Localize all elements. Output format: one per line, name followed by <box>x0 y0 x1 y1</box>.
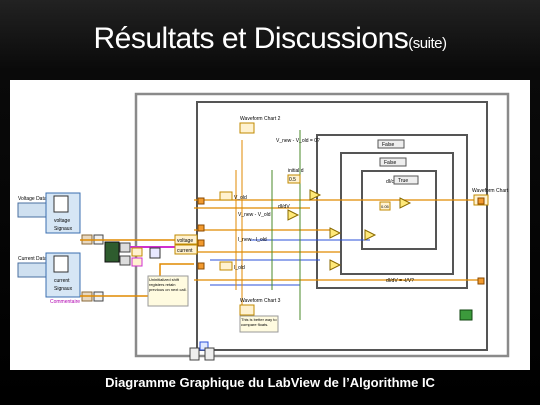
current-comment: Commentaire <box>50 299 80 305</box>
slide-title: Résultats et Discussions(suite) <box>0 22 540 56</box>
waveform-chart-2-label: Waveform Chart 2 <box>240 116 281 122</box>
case-selector-1-label: False <box>382 142 394 148</box>
shift-register-1 <box>197 197 205 205</box>
di-dv-label: dI/dV <box>278 204 290 210</box>
v-old-register <box>219 191 233 201</box>
stop-icon-2 <box>204 347 215 361</box>
vertical-orange-wires <box>235 140 243 310</box>
case-frame-2 <box>340 152 454 275</box>
v-new-minus-v-old-label: V_new - V_old <box>238 212 271 218</box>
current-local-var <box>174 244 198 255</box>
voltage-data-label: Voltage Data <box>18 196 47 202</box>
voltage-box-label: voltage <box>54 218 70 224</box>
current-local-var-label: current <box>177 248 193 254</box>
bundle-node <box>104 241 120 263</box>
i-old-label: I_old <box>234 265 245 271</box>
shift-register-4 <box>197 262 205 270</box>
voltage-vi-icon <box>53 195 69 213</box>
case-frame-1 <box>316 134 468 289</box>
voltage-local-var <box>174 234 198 245</box>
current-vi-icon <box>53 255 69 273</box>
current-terminal-icon <box>131 257 143 267</box>
loop-condition-icon <box>459 309 473 321</box>
current-type-label: Signaux <box>54 286 73 292</box>
voltage-local-var-label: voltage <box>177 238 193 244</box>
di-dv-eq-label: dI/dV = -I/V? <box>386 278 414 284</box>
stop-icon-1 <box>189 347 200 361</box>
compare-node-4 <box>329 259 342 271</box>
voltage-input-terminal <box>17 202 49 218</box>
current-input-terminal <box>17 262 49 278</box>
outer-loop-frame <box>134 92 510 358</box>
case-selector-3-label: True <box>398 178 408 184</box>
shift-register-2 <box>197 224 205 232</box>
title-suffix: (suite) <box>408 35 447 52</box>
compare-node-2 <box>329 227 342 239</box>
orange-wires <box>194 199 480 281</box>
waveform-chart-2-terminal <box>239 122 255 134</box>
compare-node-5 <box>399 197 412 209</box>
title-text: Résultats et Discussions <box>93 22 409 55</box>
shift-register-note-fo: Uninitialized shift registers retain pre… <box>149 277 187 292</box>
loop-timer-icon <box>149 247 161 259</box>
case-selector-2-label: False <box>384 160 396 166</box>
float-compare-note-text: This is better way to compare floats. <box>241 317 277 327</box>
i-old-register <box>219 261 233 271</box>
iteration-terminal-icon <box>199 341 209 351</box>
labview-block-diagram: Voltage Data voltage Signaux Current Dat… <box>10 80 530 370</box>
shift-register-3 <box>197 239 205 247</box>
diagram-canvas: Voltage Data voltage Signaux Current Dat… <box>17 92 510 361</box>
waveform-chart-3-terminal <box>239 304 255 316</box>
initial-d-constant <box>287 174 301 184</box>
shift-register-note-text: Uninitialized shift registers retain pre… <box>149 277 187 292</box>
compare-node-1 <box>309 189 322 201</box>
float-compare-note-fo: This is better way to compare floats. <box>241 317 277 327</box>
merge-node-1 <box>119 242 131 253</box>
waveform-chart-3-label: Waveform Chart 3 <box>240 298 281 304</box>
voltage-type-label: Signaux <box>54 226 73 232</box>
i-new-minus-i-old-label: I_new - I_old <box>238 237 267 243</box>
case-selector-2 <box>379 157 407 167</box>
step-constant <box>379 201 391 211</box>
v-old-label: V_old <box>234 195 247 201</box>
case-selector-3 <box>393 175 419 185</box>
current-data-label: Current Data <box>18 256 47 262</box>
shift-register-note <box>147 275 189 307</box>
step-constant-value: 0.05 <box>381 204 390 209</box>
shift-register-5 <box>477 197 485 205</box>
blue-wires <box>210 239 370 286</box>
green-wires <box>271 130 301 320</box>
shift-register-6 <box>477 277 485 285</box>
float-compare-note <box>239 315 279 333</box>
waveform-chart-label: Waveform Chart <box>472 188 509 194</box>
compare-node-3 <box>364 229 377 241</box>
divide-node <box>287 209 300 221</box>
initial-d-value: 0.5 <box>289 177 296 183</box>
merge-node-2 <box>119 255 131 266</box>
case-selector-1 <box>377 139 405 149</box>
current-box-label: current <box>54 278 70 284</box>
slide-caption: Diagramme Graphique du LabView de l’Algo… <box>105 375 435 390</box>
initial-d-label: initial d <box>288 168 304 174</box>
case-frame-3 <box>361 170 437 250</box>
case-structure-frame <box>196 101 488 351</box>
voltage-terminal-icon <box>131 247 143 257</box>
v-new-eq-0-label: V_new - V_old = 0? <box>276 138 320 144</box>
